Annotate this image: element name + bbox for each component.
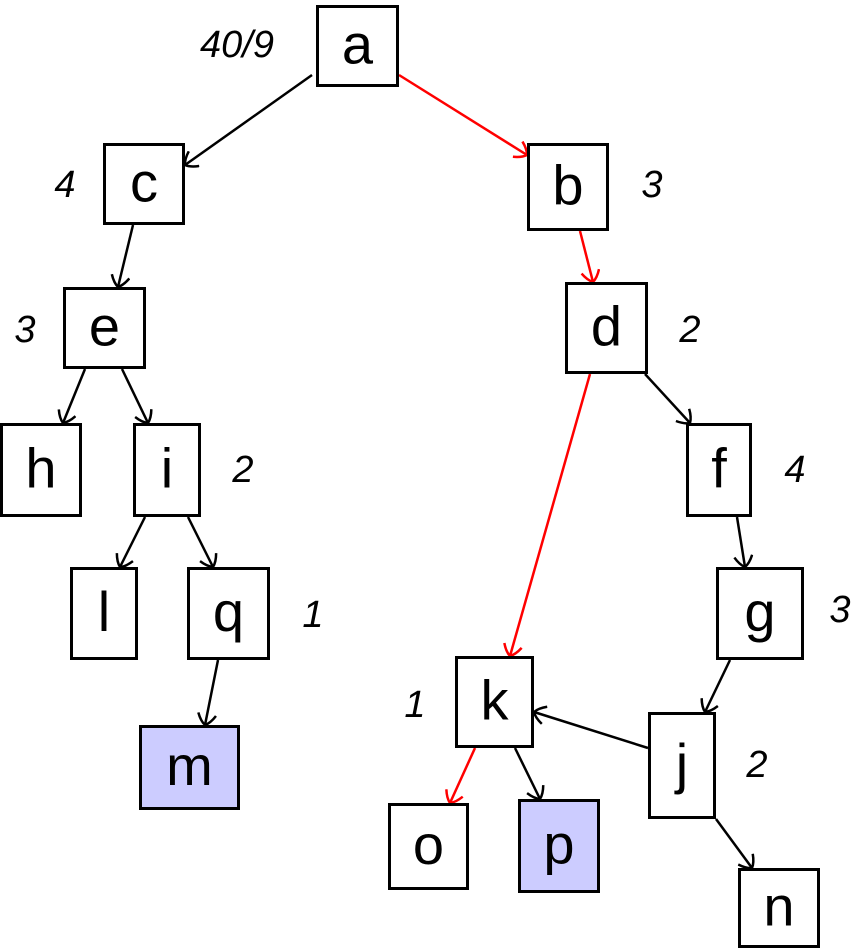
edge-b-d-highlighted bbox=[578, 230, 593, 282]
edge-j-n bbox=[714, 818, 752, 868]
node-weight: 1 bbox=[404, 684, 425, 726]
node-weight: 1 bbox=[302, 594, 323, 636]
node-label: a bbox=[342, 13, 374, 76]
node-box bbox=[527, 143, 609, 231]
node-box bbox=[686, 423, 752, 517]
edge-d-k-highlighted bbox=[510, 373, 592, 656]
edge-g-j bbox=[705, 659, 732, 712]
node-label: n bbox=[763, 875, 794, 938]
node-label: j bbox=[674, 732, 688, 795]
node-box bbox=[648, 712, 716, 819]
node-label: d bbox=[591, 295, 622, 358]
node-c: c4 bbox=[54, 143, 185, 225]
node-a: a 40/9 bbox=[200, 5, 399, 87]
node-weight: 2 bbox=[745, 744, 767, 786]
edge-f-g bbox=[737, 516, 745, 567]
node-label: o bbox=[413, 813, 444, 876]
edge-k-p bbox=[513, 747, 540, 799]
node-label: m bbox=[166, 734, 213, 797]
node-p: p bbox=[518, 799, 600, 893]
edge-j-k bbox=[534, 712, 649, 750]
node-box bbox=[738, 868, 820, 948]
node-e: e3 bbox=[14, 287, 146, 369]
edge-a-b-highlighted bbox=[398, 73, 527, 155]
node-weight: 3 bbox=[14, 309, 35, 351]
node-weight: 3 bbox=[641, 164, 662, 206]
node-weight: 3 bbox=[829, 589, 850, 631]
edge-d-f bbox=[644, 373, 690, 423]
node-label: e bbox=[89, 295, 120, 358]
node-label: f bbox=[711, 437, 727, 500]
node-label: l bbox=[98, 580, 110, 643]
node-box bbox=[139, 725, 240, 810]
node-box bbox=[316, 5, 399, 87]
node-weight: 40/9 bbox=[200, 24, 274, 66]
edge-k-o-highlighted bbox=[450, 747, 477, 803]
node-weight: 4 bbox=[784, 449, 805, 491]
edge-a-c bbox=[185, 73, 313, 165]
node-box bbox=[63, 287, 146, 369]
edge-e-i bbox=[120, 368, 148, 423]
edge-e-h bbox=[63, 368, 87, 423]
node-l: l bbox=[70, 567, 138, 660]
node-label: g bbox=[744, 580, 775, 643]
node-h: h bbox=[0, 423, 82, 517]
node-label: k bbox=[481, 669, 510, 732]
edge-c-e bbox=[118, 224, 135, 287]
node-label: c bbox=[130, 151, 158, 214]
node-box bbox=[133, 423, 201, 517]
node-o: o bbox=[388, 803, 469, 890]
node-label: b bbox=[552, 154, 583, 217]
node-weight: 4 bbox=[54, 164, 75, 206]
node-box bbox=[388, 803, 469, 890]
node-label: q bbox=[213, 580, 244, 643]
node-n: n bbox=[738, 868, 820, 948]
node-box bbox=[103, 143, 185, 225]
node-box bbox=[187, 567, 270, 660]
node-k: k1 bbox=[404, 656, 534, 748]
node-weight: 2 bbox=[231, 449, 253, 491]
node-box bbox=[70, 567, 138, 660]
node-label: i bbox=[161, 437, 173, 500]
node-label: p bbox=[543, 813, 574, 876]
node-label: h bbox=[25, 437, 56, 500]
edges bbox=[63, 73, 752, 868]
node-box bbox=[716, 567, 804, 660]
edge-q-m bbox=[205, 659, 220, 725]
node-box bbox=[0, 423, 82, 517]
node-box bbox=[518, 799, 600, 893]
node-weight: 2 bbox=[678, 309, 700, 351]
edge-i-q bbox=[186, 516, 213, 567]
node-m: m bbox=[139, 725, 240, 810]
node-box bbox=[455, 656, 534, 748]
edge-i-l bbox=[120, 516, 147, 567]
node-box bbox=[565, 282, 648, 374]
